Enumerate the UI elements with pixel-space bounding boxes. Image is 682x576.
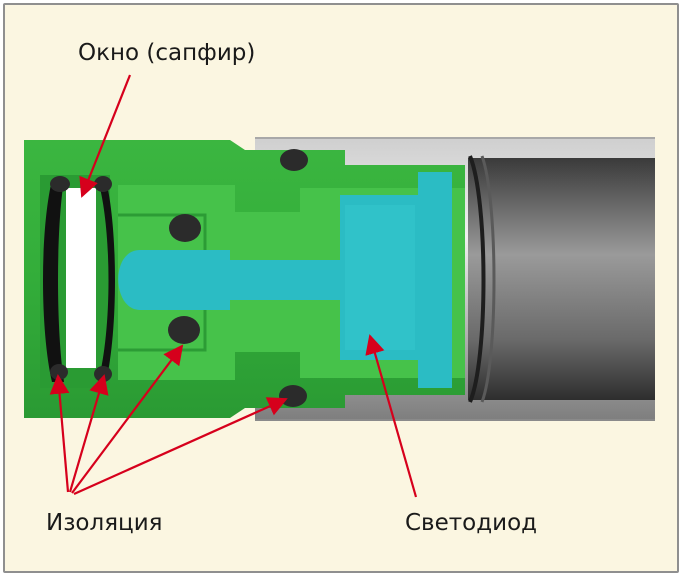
seal-outer-bottom bbox=[279, 385, 307, 407]
seal-top-right bbox=[94, 176, 112, 192]
seal-outer-top bbox=[280, 149, 308, 171]
label-led: Светодиод bbox=[405, 510, 538, 536]
seal-mid-bottom bbox=[168, 316, 200, 344]
label-insulation: Изоляция bbox=[46, 510, 163, 536]
label-window: Окно (сапфир) bbox=[78, 40, 256, 66]
arrow-insulation-2 bbox=[68, 374, 109, 493]
sapphire-window bbox=[43, 180, 115, 382]
seal-top-left bbox=[50, 176, 70, 192]
annotation-arrows bbox=[49, 74, 418, 498]
arrow-window bbox=[79, 74, 132, 198]
arrow-led bbox=[365, 334, 418, 498]
arrow-insulation-4 bbox=[73, 397, 288, 496]
led-body bbox=[118, 172, 453, 388]
insulation-seals bbox=[50, 149, 308, 407]
inner-dark-tube bbox=[468, 155, 655, 403]
arrow-insulation-3 bbox=[71, 344, 184, 494]
seal-mid-top bbox=[169, 214, 201, 242]
arrow-insulation-1 bbox=[49, 374, 70, 493]
